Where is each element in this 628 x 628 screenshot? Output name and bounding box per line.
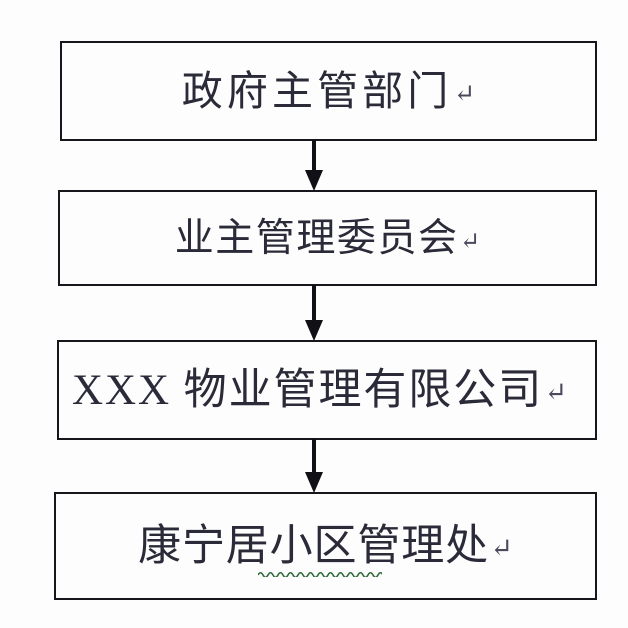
- flowchart-node-property-management-company[interactable]: XXX 物业管理有限公司↵: [57, 340, 597, 440]
- paragraph-return-icon: ↵: [490, 533, 513, 564]
- arrow-head: [305, 320, 323, 341]
- node-label: XXX 物业管理有限公司↵: [72, 366, 568, 414]
- arrow-head: [305, 472, 323, 493]
- flowchart-node-government-authority[interactable]: 政府主管部门↵: [60, 41, 597, 141]
- arrow-stem: [312, 439, 316, 473]
- node-label: 政府主管部门↵: [181, 67, 476, 114]
- arrow-stem: [312, 285, 316, 321]
- paragraph-return-icon: ↵: [453, 80, 476, 109]
- down-arrow-icon: [305, 140, 323, 191]
- node-label: 康宁居小区管理处↵: [138, 525, 513, 577]
- arrow-head: [305, 170, 323, 191]
- spellcheck-squiggle-icon: [258, 570, 383, 577]
- paragraph-return-icon: ↵: [460, 227, 481, 255]
- down-arrow-icon: [305, 285, 323, 341]
- paragraph-return-icon: ↵: [544, 377, 568, 408]
- down-arrow-icon: [305, 439, 323, 493]
- flowchart-node-community-management-office[interactable]: 康宁居小区管理处↵: [54, 492, 597, 600]
- arrow-stem: [312, 140, 316, 171]
- node-label: 业主管理委员会↵: [174, 216, 481, 260]
- flowchart-node-owners-committee[interactable]: 业主管理委员会↵: [58, 190, 597, 286]
